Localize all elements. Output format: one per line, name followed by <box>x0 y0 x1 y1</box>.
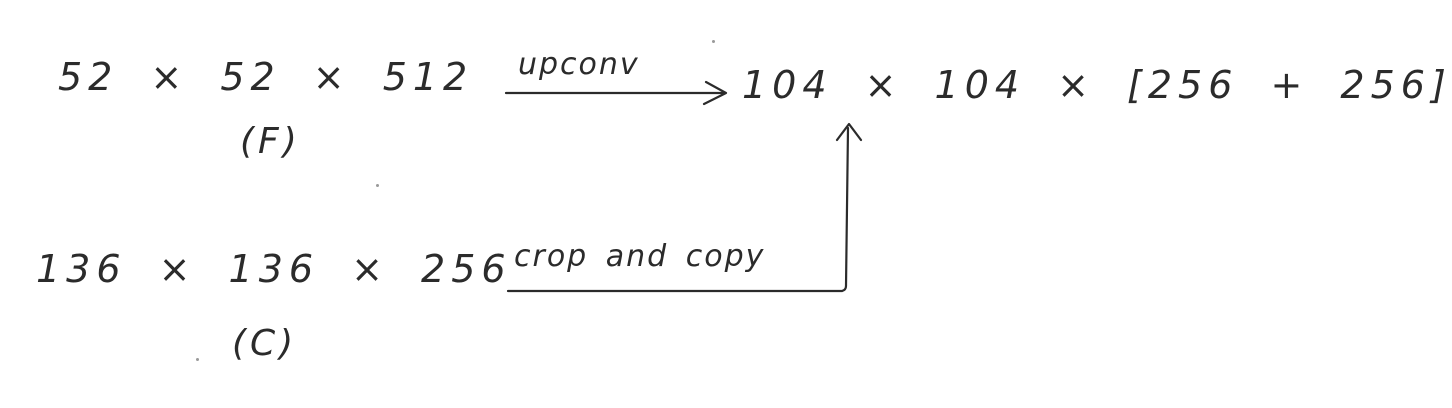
crop-and-copy-operation-label: crop and copy <box>514 239 766 274</box>
arrows-layer <box>504 80 863 293</box>
concatenated-output-dimensions: 104 × 104 × [256 + 256] <box>742 63 1452 107</box>
upconv-operation-label: upconv <box>518 47 640 82</box>
feature-map-f-dimensions: 52 × 52 × 512 <box>58 55 474 99</box>
upconv-arrow <box>504 80 728 106</box>
feature-map-f-label: (F) <box>240 121 301 162</box>
paper-speck <box>196 358 199 361</box>
feature-map-c-label: (C) <box>232 323 298 364</box>
feature-map-c-dimensions: 136 × 136 × 256 <box>36 247 512 291</box>
crop-and-copy-arrow <box>506 126 850 293</box>
crop-and-copy-arrow-head <box>835 122 863 142</box>
paper-speck <box>376 184 379 187</box>
diagram-canvas: 52 × 52 × 512 (F) upconv 104 × 104 × [25… <box>36 40 1446 364</box>
paper-speck <box>712 40 715 43</box>
